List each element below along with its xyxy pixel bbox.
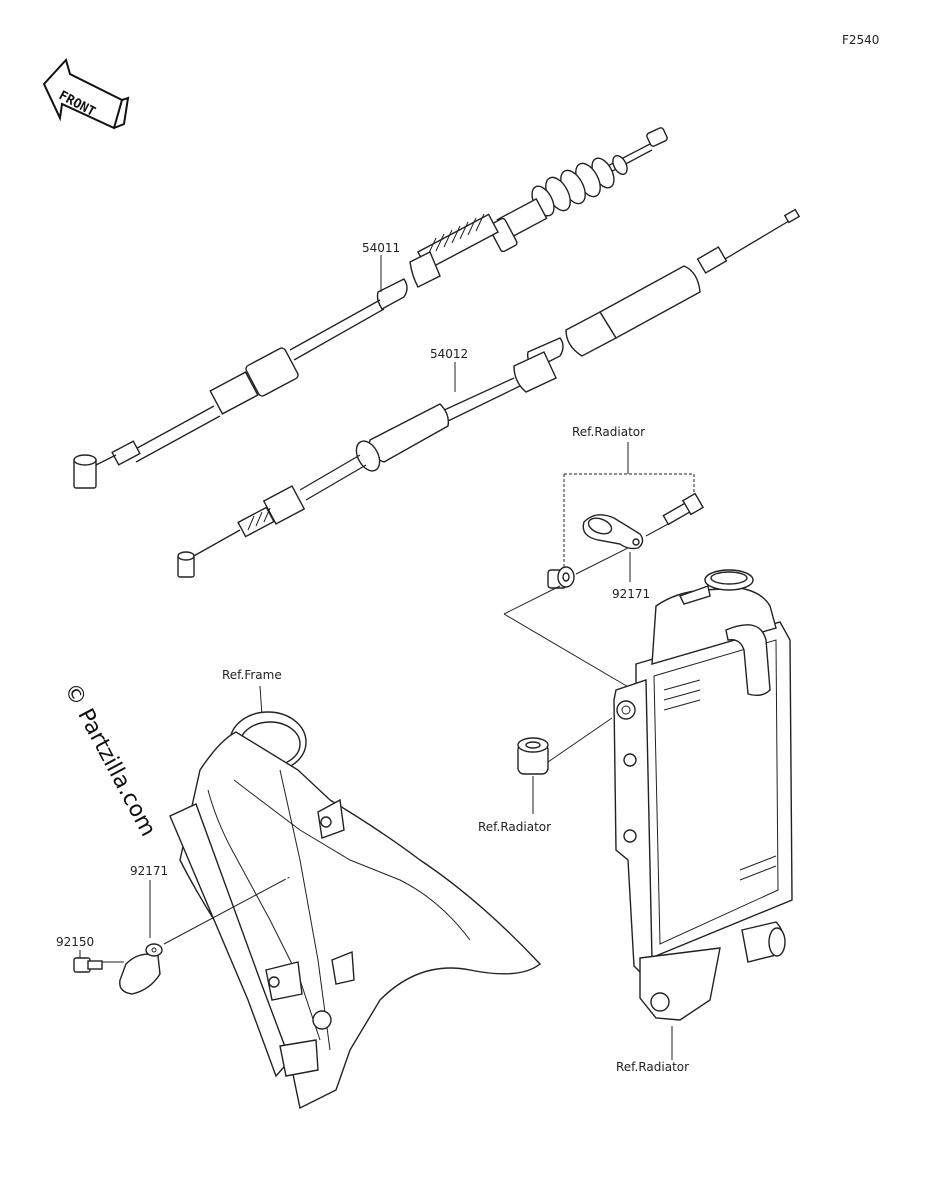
ref-radiator-bottom: Ref.Radiator bbox=[616, 1060, 689, 1074]
watermark: © Partzilla.com bbox=[59, 679, 161, 841]
diagram-code: F2540 bbox=[842, 33, 879, 47]
clamp-upper[interactable] bbox=[582, 514, 644, 550]
front-arrow-icon: FRONT bbox=[42, 58, 130, 130]
ref-radiator-top: Ref.Radiator bbox=[572, 425, 645, 439]
clutch-cable[interactable] bbox=[73, 127, 668, 489]
throttle-cable[interactable] bbox=[177, 208, 801, 578]
bolt-upper[interactable] bbox=[662, 492, 705, 526]
radiator bbox=[613, 569, 793, 1021]
callout-54012: 54012 bbox=[430, 347, 468, 361]
clamp-frame[interactable] bbox=[119, 943, 163, 995]
bolt-frame[interactable] bbox=[73, 957, 103, 973]
callout-54011: 54011 bbox=[362, 241, 400, 255]
ref-radiator-grommet: Ref.Radiator bbox=[478, 820, 551, 834]
grommet[interactable] bbox=[517, 737, 549, 775]
collar[interactable] bbox=[547, 566, 575, 589]
callout-92150: 92150 bbox=[56, 935, 94, 949]
callout-92171-frame: 92171 bbox=[130, 864, 168, 878]
callout-92171-upper: 92171 bbox=[612, 587, 650, 601]
frame bbox=[169, 711, 542, 1110]
ref-frame: Ref.Frame bbox=[222, 668, 282, 682]
